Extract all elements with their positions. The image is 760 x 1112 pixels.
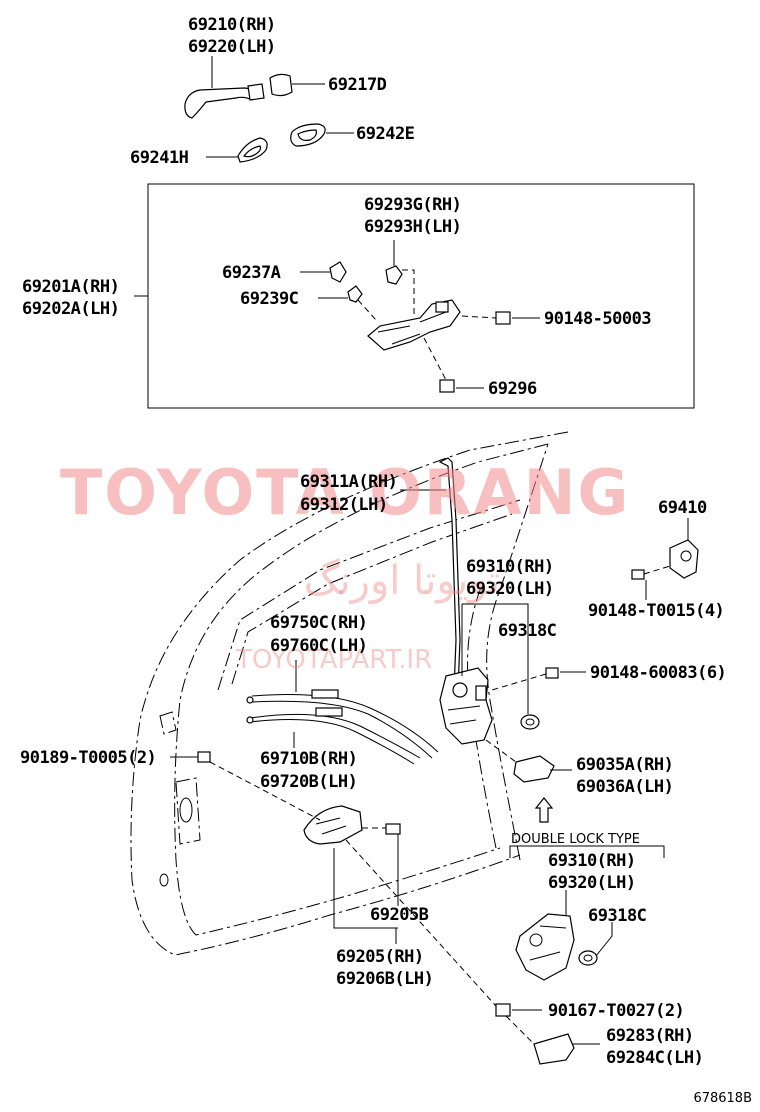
dash-69293G: [402, 269, 415, 318]
label-69202A: 69202A(LH): [22, 299, 119, 319]
leader-69205: [333, 848, 398, 944]
label-69237A: 69237A: [222, 263, 281, 283]
watermark-brand: TOYOTA ORANG: [60, 456, 630, 529]
label-69310b: 69310(RH): [548, 851, 636, 871]
screw-69205B: [385, 823, 401, 835]
label-69035A: 69035A(RH): [576, 755, 673, 775]
double-lock-assembly: [515, 913, 575, 981]
washer-69318C: [520, 714, 540, 730]
label-double-lock-type: DOUBLE LOCK TYPE: [511, 832, 640, 847]
handle-pad-69241H: [237, 137, 268, 163]
washer-69318C-b: [578, 950, 598, 966]
frame-bracket: [367, 299, 461, 351]
cables: [246, 689, 439, 765]
dash-90189: [209, 761, 321, 821]
bracket-double-lock: [509, 845, 665, 858]
handle-pad-69242E: [290, 123, 326, 147]
dash-69296: [423, 337, 447, 381]
label-69310a: 69310(RH): [466, 557, 554, 577]
label-69242E: 69242E: [356, 124, 415, 144]
label-69320a: 69320(LH): [466, 579, 554, 599]
leader-69310a: [461, 603, 529, 714]
label-69217D: 69217D: [328, 75, 387, 95]
label-69201A: 69201A(RH): [22, 277, 119, 297]
leader-69318Cb: [595, 922, 613, 957]
screw-90148-60083: [545, 667, 559, 679]
diagram-code: 678618B: [693, 1091, 752, 1106]
up-arrow: [534, 797, 554, 823]
label-69750C: 69750C(RH): [270, 613, 367, 633]
label-69205B: 69205B: [370, 905, 429, 925]
label-69284C: 69284C(LH): [606, 1048, 703, 1068]
label-69410: 69410: [658, 498, 707, 518]
inside-handle: [303, 805, 363, 845]
label-69296: 69296: [488, 379, 537, 399]
clip-69239C: [347, 285, 363, 303]
label-69036A: 69036A(LH): [576, 777, 673, 797]
protector-69035A: [513, 755, 555, 783]
dash-69035A: [485, 739, 517, 763]
dash-69239C: [357, 299, 377, 321]
label-69210: 69210(RH): [188, 15, 276, 35]
handle-cap: [269, 73, 293, 97]
screw-90167: [495, 1003, 511, 1017]
label-69720B: 69720B(LH): [260, 772, 357, 792]
label-69320b: 69320(LH): [548, 873, 636, 893]
label-69312: 69312(LH): [300, 495, 388, 515]
dash-90167: [345, 839, 497, 1007]
dash-60083: [491, 673, 547, 691]
dash-69283: [505, 1015, 535, 1045]
watermark-persian: تویوتا اورنگ: [304, 558, 500, 604]
label-69293H: 69293H(LH): [364, 217, 461, 237]
nut-69296: [439, 379, 455, 393]
watermark-site: TOYOTAPART.IR: [235, 645, 432, 675]
label-69311A: 69311A(RH): [300, 472, 397, 492]
clip-69237A: [329, 261, 347, 283]
dash-T0015: [643, 565, 671, 575]
cover-69283: [533, 1033, 575, 1065]
label-90148-60083: 90148-60083(6): [590, 663, 726, 683]
label-69318C: 69318C: [498, 621, 556, 641]
label-90148-T0015: 90148-T0015(4): [588, 601, 724, 621]
label-69760C: 69760C(LH): [270, 636, 367, 656]
dash-50003: [461, 315, 497, 319]
label-90148-50003: 90148-50003: [544, 309, 651, 329]
screw-90189: [197, 751, 211, 763]
label-69206B: 69206B(LH): [336, 969, 433, 989]
label-69318C-b: 69318C: [588, 906, 646, 926]
label-69239C: 69239C: [240, 289, 298, 309]
screw-90148-T0015: [631, 569, 645, 580]
door-lock-assembly: [439, 667, 493, 745]
label-69283: 69283(RH): [606, 1026, 694, 1046]
lock-switch-69410: [669, 539, 699, 579]
label-90189: 90189-T0005(2): [20, 748, 156, 768]
label-90167: 90167-T0027(2): [548, 1001, 684, 1021]
label-69293G: 69293G(RH): [364, 195, 461, 215]
label-69710B: 69710B(RH): [260, 749, 357, 769]
outside-handle: [184, 83, 265, 119]
bolt-90148-50003: [495, 311, 511, 325]
label-69205: 69205(RH): [336, 947, 424, 967]
clip-69293G: [385, 265, 403, 285]
label-69220: 69220(LH): [188, 37, 276, 57]
label-69241H: 69241H: [130, 148, 189, 168]
